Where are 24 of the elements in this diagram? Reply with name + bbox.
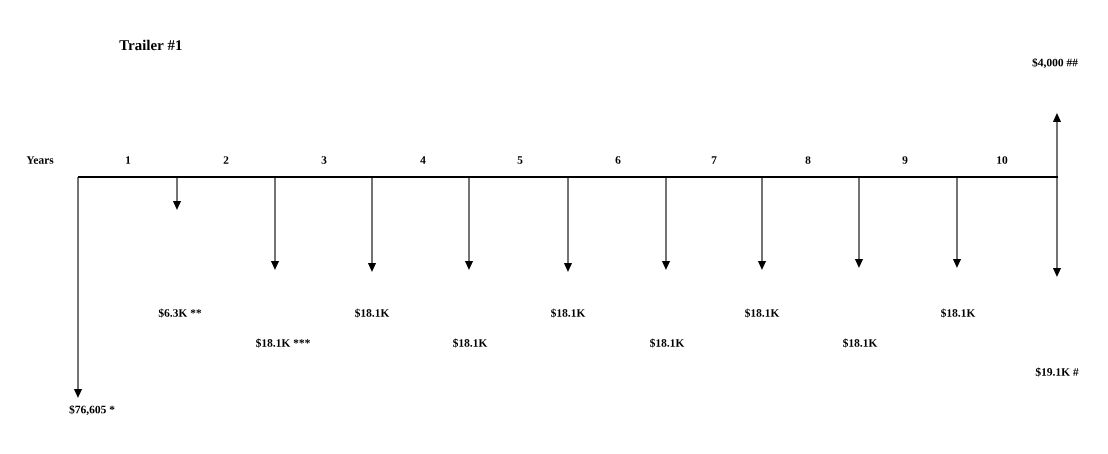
year-number: 2	[223, 156, 229, 164]
year-number: 8	[805, 156, 811, 164]
amount-label: $4,000 ##	[1032, 57, 1078, 68]
amount-label: $18.1K	[551, 308, 586, 318]
amount-label: $18.1K	[843, 338, 878, 348]
amount-label: $19.1K #	[1035, 367, 1079, 377]
diagram-title: Trailer #1	[119, 39, 182, 51]
year-number: 5	[517, 156, 523, 164]
year-number: 7	[711, 156, 717, 164]
year-number: 6	[615, 156, 621, 164]
amount-label: $18.1K	[355, 308, 390, 318]
amount-label: $76,605 *	[69, 404, 115, 415]
year-number: 10	[997, 156, 1008, 164]
amount-label: $18.1K ***	[256, 338, 310, 348]
year-number: 9	[902, 156, 908, 164]
year-number: 1	[126, 156, 131, 164]
amount-label: $18.1K	[453, 338, 488, 348]
axis-label: Years	[26, 156, 54, 164]
amount-label: $18.1K	[941, 308, 976, 318]
amount-label: $6.3K **	[158, 308, 202, 318]
amount-label: $18.1K	[745, 308, 780, 318]
year-number: 4	[420, 156, 426, 164]
year-number: 3	[321, 156, 327, 164]
amount-label: $18.1K	[650, 338, 685, 348]
